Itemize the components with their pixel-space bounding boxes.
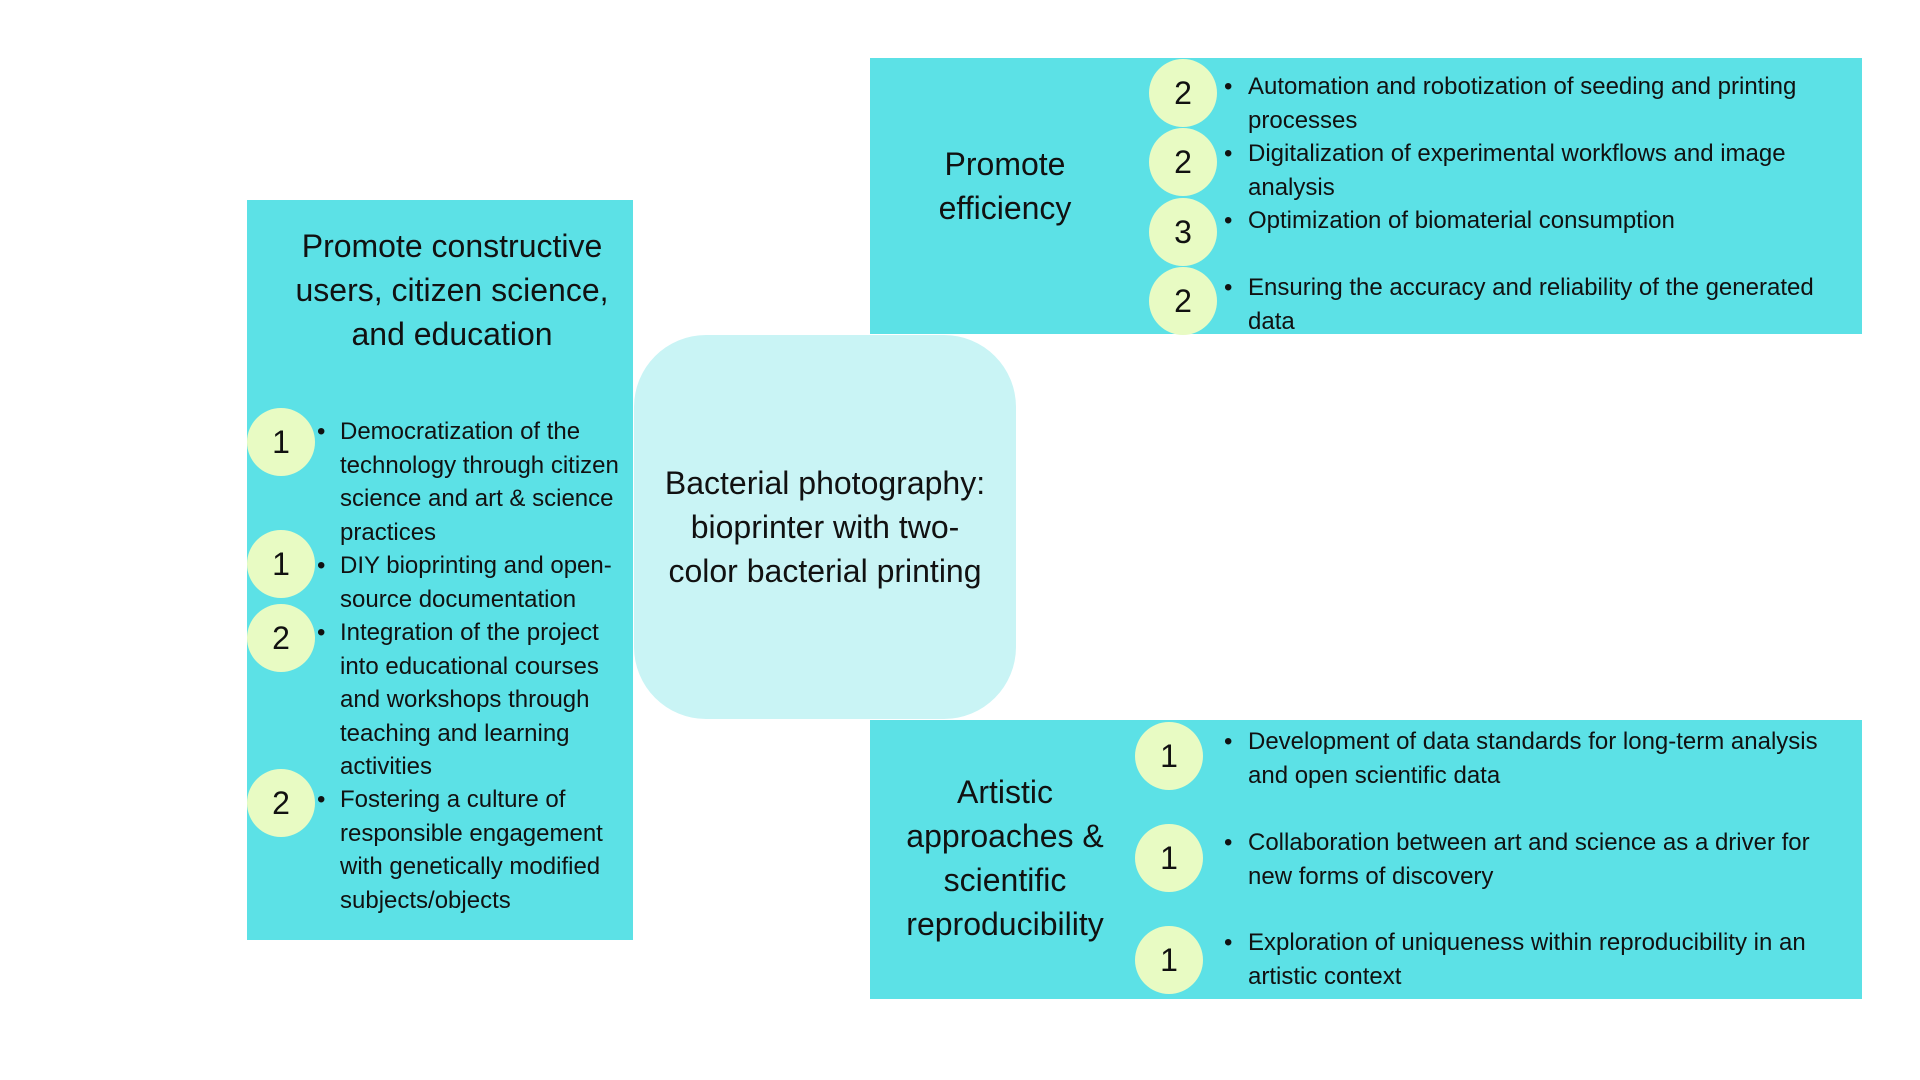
priority-badge: 2: [1149, 59, 1217, 127]
priority-badge: 3: [1149, 198, 1217, 266]
box-title-constructive-users: Promote constructive users, citizen scie…: [295, 228, 609, 352]
list-item: Digitalization of experimental workflows…: [1248, 140, 1786, 201]
box-title-artistic-approaches: Artistic approaches & scientific reprodu…: [906, 774, 1104, 942]
bullet-icon: •: [317, 786, 326, 813]
box-title-promote-efficiency: Promote efficiency: [938, 146, 1072, 226]
list-item: Collaboration between art and science as…: [1248, 829, 1810, 890]
list-item: Exploration of uniqueness within reprodu…: [1248, 929, 1806, 990]
bullet-icon: •: [1224, 73, 1233, 100]
list-item: Development of data standards for long-t…: [1248, 728, 1818, 789]
priority-badge: 1: [1135, 926, 1203, 994]
central-topic: Bacterial photography: bioprinter with t…: [634, 335, 1016, 719]
box-artistic-approaches: Artistic approaches & scientific reprodu…: [870, 720, 1862, 999]
priority-badge: 2: [1149, 128, 1217, 196]
bullet-icon: •: [1224, 274, 1233, 301]
bullet-icon: •: [1224, 140, 1233, 167]
bullet-icon: •: [1224, 929, 1233, 956]
priority-badge: 2: [247, 604, 315, 672]
priority-badge: 2: [247, 769, 315, 837]
list-item: Optimization of biomaterial consumption: [1248, 207, 1675, 234]
box-constructive-users: Promote constructive users, citizen scie…: [247, 200, 633, 940]
list-item: DIY bioprinting and open-source document…: [340, 552, 612, 613]
priority-badge: 1: [247, 408, 315, 476]
box-promote-efficiency: Promote efficiency 2 • Automation and ro…: [870, 58, 1862, 335]
bullet-icon: •: [317, 552, 326, 579]
bullet-icon: •: [317, 418, 326, 445]
central-topic-title: Bacterial photography: bioprinter with t…: [664, 465, 986, 589]
priority-badge: 2: [1149, 267, 1217, 335]
list-item: Integration of the project into educatio…: [340, 619, 599, 780]
bullet-icon: •: [1224, 829, 1233, 856]
list-item: Automation and robotization of seeding a…: [1248, 73, 1797, 134]
list-item: Ensuring the accuracy and reliability of…: [1248, 274, 1814, 335]
bullet-icon: •: [1224, 728, 1233, 755]
priority-badge: 1: [247, 530, 315, 598]
priority-badge: 1: [1135, 722, 1203, 790]
bullet-icon: •: [317, 619, 326, 646]
list-item: Democratization of the technology throug…: [340, 418, 619, 546]
bullet-icon: •: [1224, 207, 1233, 234]
list-item: Fostering a culture of responsible engag…: [340, 786, 603, 914]
priority-badge: 1: [1135, 824, 1203, 892]
